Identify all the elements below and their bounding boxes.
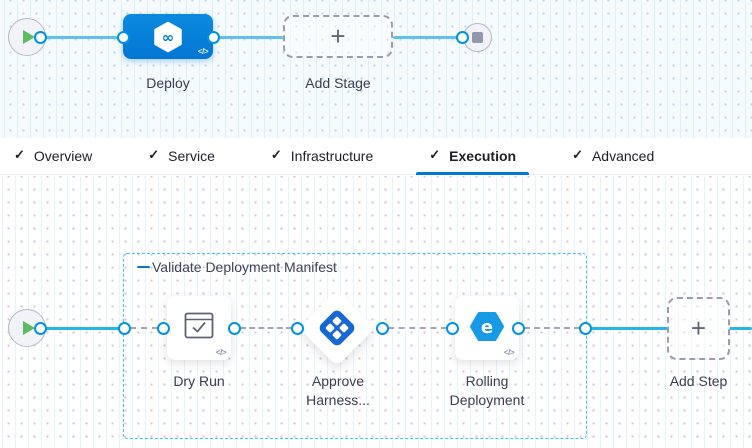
check-icon: ✓ [429, 147, 441, 162]
connector-line [40, 327, 124, 330]
step-label: Approve Harness... [306, 373, 370, 408]
stage-config-tabbar: ✓ Overview ✓ Service ✓ Infrastructure ✓ … [0, 138, 752, 175]
dashed-connector-line [130, 327, 158, 329]
connector-line [213, 36, 283, 39]
rolling-deployment-icon: e [470, 311, 504, 341]
group-collapse-dash-icon[interactable] [137, 265, 150, 269]
connector-port[interactable] [579, 322, 592, 335]
stage-label: Deploy [146, 75, 190, 91]
add-stage-button[interactable]: + [283, 15, 393, 58]
plus-icon: + [330, 20, 346, 51]
connector-line [40, 36, 124, 39]
stage-node-deploy[interactable]: ∞ </> [123, 14, 213, 59]
tab-execution[interactable]: ✓ Execution [416, 138, 529, 175]
dashed-connector-line [240, 327, 292, 329]
step-group-validate-deployment-manifest[interactable]: Validate Deployment Manifest [123, 253, 587, 439]
stop-icon [472, 32, 483, 43]
tab-infrastructure[interactable]: ✓ Infrastructure [258, 138, 386, 174]
tab-label: Execution [449, 148, 517, 164]
plus-icon: + [690, 312, 707, 343]
step-dry-run[interactable]: </> [167, 296, 231, 360]
code-toggle-icon[interactable]: </> [215, 348, 227, 357]
dry-run-icon [184, 312, 214, 338]
step-group-header: Validate Deployment Manifest [137, 259, 337, 275]
add-step-label: Add Step [669, 373, 728, 389]
add-step-button[interactable]: + [667, 297, 730, 360]
connector-port[interactable] [117, 31, 130, 44]
code-toggle-icon[interactable]: </> [503, 348, 515, 357]
connector-port[interactable] [118, 322, 131, 335]
play-icon [23, 30, 35, 44]
step-group-label: Validate Deployment Manifest [152, 259, 337, 275]
svg-text:∞: ∞ [162, 28, 175, 46]
connector-port[interactable] [157, 322, 170, 335]
dashed-connector-line [388, 327, 447, 329]
connector-line [393, 36, 463, 39]
tab-overview[interactable]: ✓ Overview [1, 138, 105, 174]
connector-port[interactable] [228, 322, 241, 335]
tab-label: Service [168, 148, 215, 164]
step-label: Rolling Deployment [449, 373, 525, 408]
connector-port[interactable] [34, 322, 47, 335]
stage-graph-canvas: ∞ </> + Deploy Add Stage [0, 0, 752, 138]
connector-line [729, 327, 752, 330]
svg-text:e: e [481, 317, 493, 338]
harness-cd-icon: ∞ [154, 21, 182, 52]
tab-service[interactable]: ✓ Service [135, 138, 228, 174]
check-icon: ✓ [270, 147, 282, 162]
step-rolling-deployment[interactable]: e </> [455, 296, 519, 360]
check-icon: ✓ [572, 147, 583, 162]
play-icon [23, 321, 35, 335]
tab-label: Advanced [591, 148, 655, 164]
tab-advanced[interactable]: ✓ Advanced [559, 138, 667, 174]
check-icon: ✓ [14, 147, 25, 162]
tab-label: Overview [33, 148, 93, 164]
check-icon: ✓ [148, 147, 160, 162]
connector-port[interactable] [34, 31, 47, 44]
execution-graph-canvas: Validate Deployment Manifest </> [0, 176, 752, 448]
connector-line [591, 327, 668, 330]
code-toggle-icon[interactable]: </> [197, 47, 209, 56]
step-label: Dry Run [173, 373, 225, 389]
dashed-connector-line [524, 327, 580, 329]
tab-label: Infrastructure [290, 148, 374, 164]
connector-port[interactable] [207, 31, 220, 44]
connector-port[interactable] [446, 322, 459, 335]
connector-port[interactable] [291, 322, 304, 335]
connector-port[interactable] [376, 322, 389, 335]
connector-port[interactable] [512, 322, 525, 335]
connector-port[interactable] [456, 31, 469, 44]
add-stage-label: Add Stage [305, 75, 371, 91]
